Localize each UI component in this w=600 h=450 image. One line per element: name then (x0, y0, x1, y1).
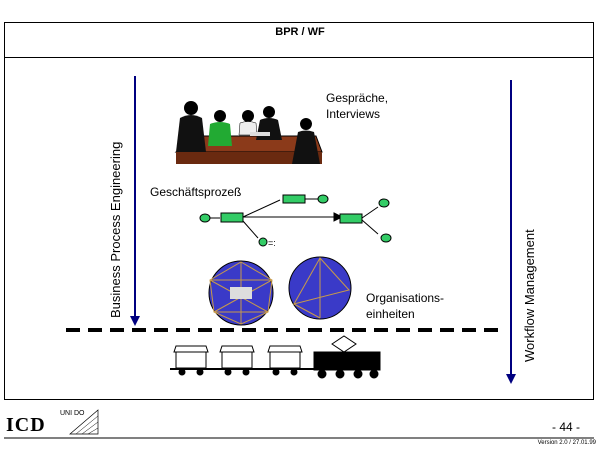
train-icon (170, 335, 381, 379)
org-units-label: Organisations- einheiten (366, 290, 444, 322)
interviews-label-line1: Gespräche, (326, 91, 389, 105)
unido-logo-text: UNI DO (60, 410, 85, 417)
right-down-arrow (506, 80, 516, 384)
organisation-sphere-left (208, 260, 274, 326)
left-down-arrow (130, 76, 140, 326)
meeting-picture (174, 101, 323, 164)
organisation-sphere-right (288, 256, 352, 320)
process-label: Geschäftsprozeß (150, 185, 242, 199)
version-text: Version 2.0 / 27.01.99 (537, 440, 596, 446)
process-chain: =: (199, 194, 392, 248)
org-units-label-line2: einheiten (366, 307, 415, 321)
icd-logo: ICD (6, 414, 46, 436)
svg-text:=:: =: (268, 238, 276, 248)
interviews-label: Gespräche, Interviews (326, 90, 388, 122)
interviews-label-line2: Interviews (326, 107, 381, 121)
title-bar (4, 22, 594, 58)
content-frame (4, 58, 594, 400)
unido-logo-graphic (69, 409, 99, 435)
slide-title: BPR / WF (275, 26, 325, 38)
page-number: - 44 - (551, 420, 580, 434)
org-units-label-line1: Organisations- (366, 291, 445, 305)
